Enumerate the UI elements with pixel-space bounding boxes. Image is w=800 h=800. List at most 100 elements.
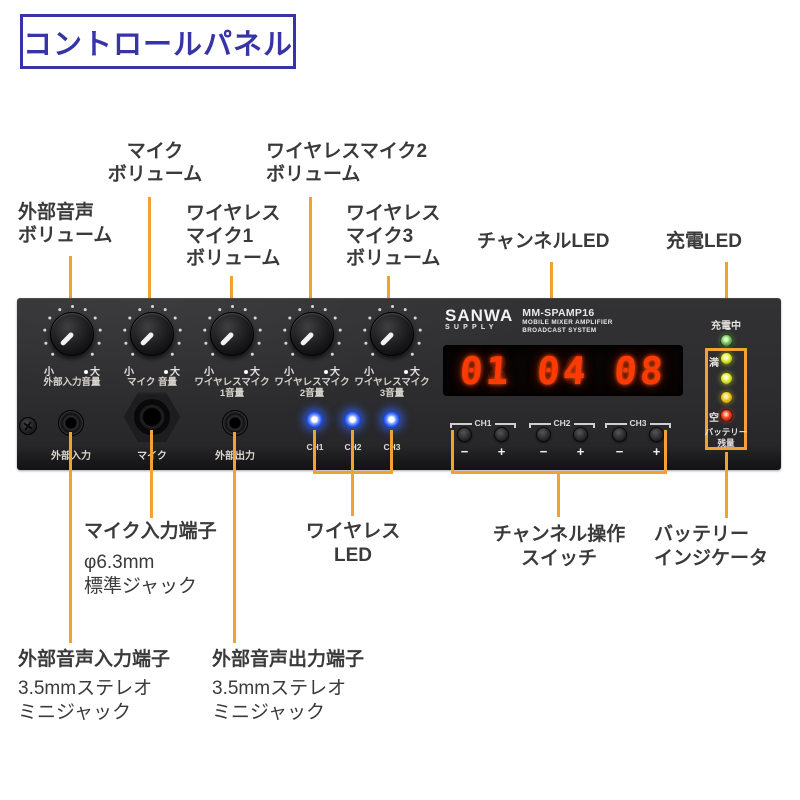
knob-name: マイク 音量	[127, 377, 177, 388]
knob-mic-volume: 小大 マイク 音量	[114, 308, 190, 400]
callout-wireless3-volume: ワイヤレス マイク3 ボリューム	[346, 203, 441, 269]
callout-mic-volume: マイク ボリューム	[107, 141, 203, 185]
page-title-text: コントロールパネル	[23, 28, 294, 61]
model-tagline: MOBILE MIXER AMPLIFIER	[522, 319, 613, 326]
knob-max-label: 大	[404, 363, 420, 378]
knob-dial	[290, 312, 334, 356]
page-title: コントロールパネル	[20, 14, 296, 69]
knob-pointer	[299, 331, 315, 347]
knob-min-label: 小	[284, 367, 294, 378]
callout-channel-led: チャンネルLED	[477, 231, 610, 252]
knob-pointer	[139, 331, 155, 347]
leader-line	[557, 474, 560, 517]
leader-bracket	[313, 471, 393, 474]
knob-dial	[130, 312, 174, 356]
callout-ext-audio-output: 外部音声出力端子 3.5mmステレオ ミニジャック	[212, 649, 365, 723]
callout-wireless-led: ワイヤレス LED	[305, 521, 401, 566]
display-digit-group: 04	[535, 348, 591, 393]
leader-line	[664, 430, 667, 473]
channel-group-ch3: CH3 − +	[605, 418, 672, 463]
leader-line	[150, 430, 153, 518]
callout-wireless1-volume: ワイヤレス マイク1 ボリューム	[186, 203, 281, 269]
battery-led-2	[720, 372, 733, 385]
battery-full-label: 満	[709, 358, 719, 369]
leader-line	[725, 262, 728, 318]
battery-led-4	[720, 409, 733, 422]
leader-line	[148, 197, 151, 316]
channel-group-label: CH1	[474, 418, 492, 428]
brand-logo: SANWA SUPPLY MM-SPAMP16 MOBILE MIXER AMP…	[445, 306, 613, 334]
ch2-plus-button	[573, 427, 588, 442]
knob-min-label: 小	[204, 367, 214, 378]
channel-group-label: CH3	[629, 418, 647, 428]
knob-name: 外部入力音量	[43, 377, 101, 388]
knob-dial	[370, 312, 414, 356]
display-digits: 01 04 08	[443, 345, 683, 396]
leader-bracket	[451, 471, 667, 474]
leader-line	[69, 256, 72, 316]
model-number: MM-SPAMP16	[522, 307, 595, 319]
callout-ext-audio-input: 外部音声入力端子 3.5mmステレオ ミニジャック	[18, 649, 171, 723]
knob-dial	[50, 312, 94, 356]
model-tagline: BROADCAST SYSTEM	[522, 326, 597, 334]
battery-indicator-box	[705, 348, 747, 450]
knob-pointer	[219, 331, 235, 347]
minus-sign: −	[615, 444, 624, 459]
knob-max-label: 大	[164, 363, 180, 378]
display-digit-group: 08	[612, 348, 668, 393]
ch2-minus-button	[536, 427, 551, 442]
leader-line	[69, 432, 72, 643]
charging-label: 充電中	[711, 321, 741, 332]
leader-line	[390, 430, 393, 474]
wireless-led-ch2	[344, 411, 361, 428]
panel-screw	[19, 417, 37, 435]
knob-min-label: 小	[44, 367, 54, 378]
knob-pointer	[59, 331, 75, 347]
callout-wireless2-volume: ワイヤレスマイク2 ボリューム	[266, 141, 428, 185]
knob-max-label: 大	[84, 363, 100, 378]
battery-led-3	[720, 391, 733, 404]
ch1-minus-button	[457, 427, 472, 442]
wireless-led-ch3	[383, 411, 400, 428]
ch3-minus-button	[612, 427, 627, 442]
knob-pointer	[379, 331, 395, 347]
callout-channel-switch: チャンネル操作 スイッチ	[492, 524, 626, 569]
brand-sub: SUPPLY	[445, 324, 498, 331]
channel-group-ch1: CH1 − +	[450, 418, 517, 463]
channel-group-label: CH2	[553, 418, 571, 428]
leader-line	[725, 452, 728, 518]
leader-line	[230, 276, 233, 316]
ch1-plus-button	[494, 427, 509, 442]
plus-sign: +	[497, 444, 506, 459]
plus-sign: +	[576, 444, 585, 459]
knob-dial	[210, 312, 254, 356]
wireless-led-ch1	[306, 411, 323, 428]
channel-led-display: 88 88 88 01 04 08	[443, 345, 683, 396]
knob-min-label: 小	[364, 367, 374, 378]
leader-line	[387, 276, 390, 316]
brand-name: SANWA	[445, 306, 514, 325]
knob-max-label: 大	[324, 363, 340, 378]
callout-charge-led: 充電LED	[666, 231, 743, 252]
knob-ext-input-volume: 小 大 外部入力音量	[34, 308, 110, 400]
callout-ext-audio-volume: 外部音声 ボリューム	[18, 202, 113, 246]
battery-caption: 残量	[717, 438, 735, 448]
callout-mic-input-jack: マイク入力端子 φ6.3mm 標準ジャック	[84, 521, 217, 597]
leader-line	[351, 474, 354, 516]
display-digit-group: 01	[458, 348, 514, 393]
charge-led	[720, 334, 733, 347]
leader-line	[309, 197, 312, 316]
leader-line	[233, 432, 236, 643]
battery-empty-label: 空	[709, 413, 719, 424]
minus-sign: −	[460, 444, 469, 459]
callout-battery-indicator: バッテリー インジケータ	[654, 524, 769, 569]
leader-line	[351, 430, 354, 474]
